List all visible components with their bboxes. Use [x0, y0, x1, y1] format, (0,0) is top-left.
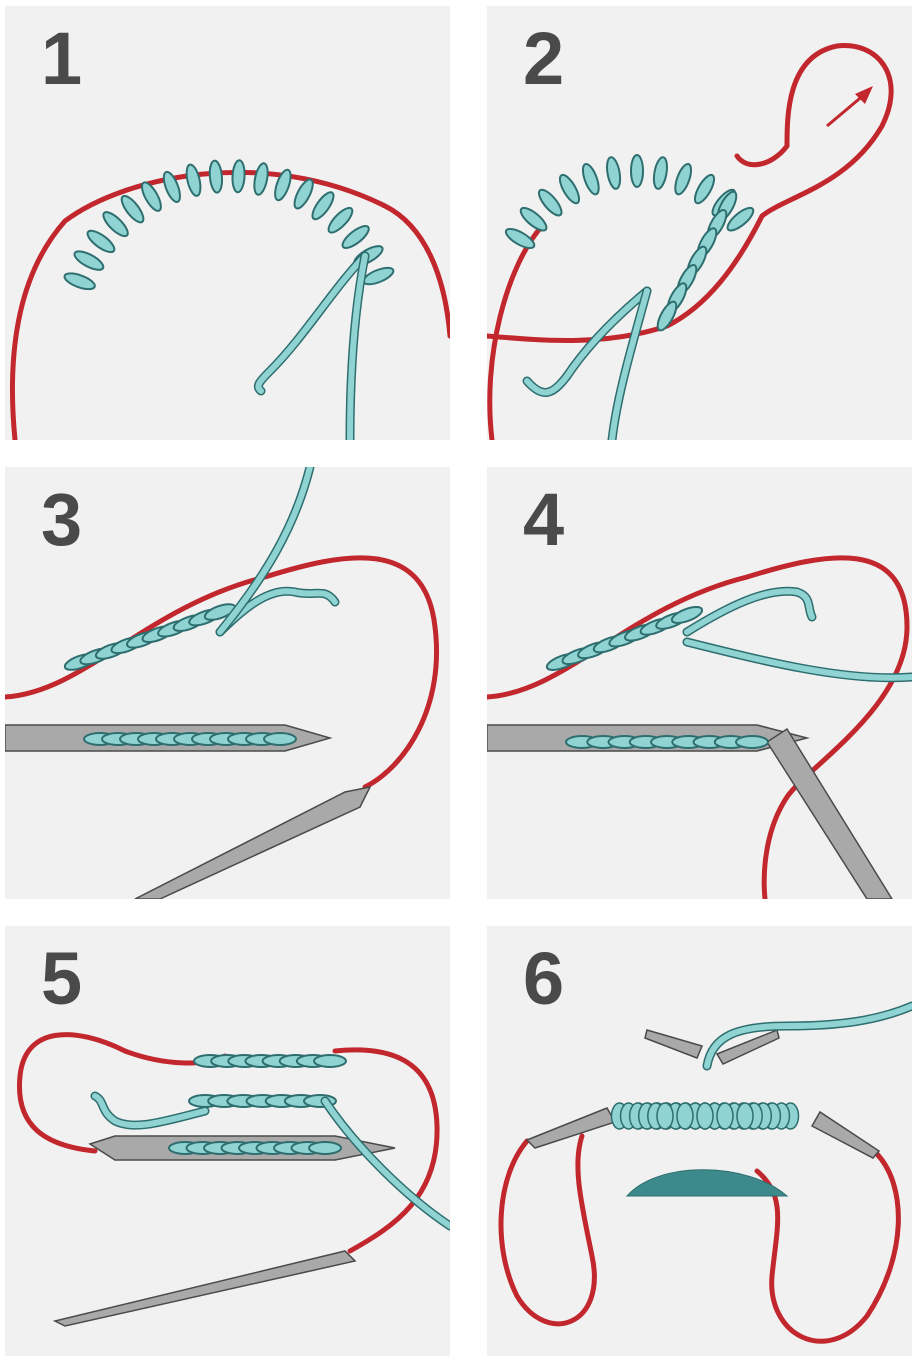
stitch-loop — [184, 163, 203, 197]
stitch-loop — [691, 172, 717, 206]
step-6-illustration — [487, 926, 912, 1356]
step-1-panel: 1 — [5, 6, 450, 440]
knit-stitch — [737, 1103, 753, 1129]
step-3-illustration — [5, 467, 450, 899]
stitch-loop — [291, 177, 316, 211]
knitted-stitches-needle — [566, 736, 768, 748]
step-3-panel: 3 — [5, 467, 450, 899]
step-5-illustration — [5, 926, 450, 1356]
stitch-loop — [605, 156, 622, 190]
pull-arrow — [827, 94, 865, 126]
stitch-loop — [264, 733, 296, 745]
stitch-loop — [118, 193, 147, 226]
knit-stitch — [697, 1103, 713, 1129]
step-6-panel: 6 — [487, 926, 912, 1356]
stitch-loop — [63, 270, 97, 292]
stitch-loop — [209, 160, 224, 193]
cast-on-stitches-top — [503, 155, 756, 252]
stitch-loop — [84, 227, 117, 256]
cable-cord — [19, 1035, 225, 1151]
stitch-loop — [517, 204, 549, 234]
step-2-panel: 2 — [487, 6, 912, 440]
step-4-illustration — [487, 467, 912, 899]
right-needle — [55, 1251, 355, 1326]
stitch-loop — [252, 162, 270, 196]
stitch-loop — [672, 162, 694, 196]
stitch-loop — [580, 162, 602, 196]
stitch-loop — [535, 186, 565, 218]
knit-stitch — [717, 1103, 733, 1129]
cable-cord — [501, 1136, 594, 1324]
stitch-loop — [736, 736, 768, 748]
stitch-loop — [556, 172, 582, 206]
needle-right — [812, 1112, 879, 1158]
stitches-top — [194, 1055, 346, 1067]
stitch-loop — [314, 1055, 346, 1067]
stitches-middle — [189, 1095, 336, 1107]
cast-on-stitches-top — [63, 601, 237, 673]
step-1-illustration — [5, 6, 450, 440]
stitch-loop — [100, 209, 131, 240]
stitch-loop — [232, 160, 246, 193]
stitch-loop — [631, 155, 643, 187]
cable-cord — [12, 172, 450, 440]
knit-stitch — [677, 1103, 693, 1129]
stitches-needle — [169, 1142, 341, 1154]
needle-top-left — [645, 1030, 702, 1058]
step-5-panel: 5 — [5, 926, 450, 1356]
stitch-loop — [339, 222, 372, 251]
stitch-loop — [652, 156, 669, 190]
right-needle — [135, 787, 370, 899]
stitch-loop — [325, 205, 356, 236]
stitch-loop — [72, 248, 106, 274]
needle-left — [527, 1108, 615, 1148]
stitch-loop — [309, 1142, 341, 1154]
knitted-fabric — [612, 1103, 799, 1129]
cast-on-stitches-top — [545, 604, 704, 673]
knit-stitch — [657, 1103, 673, 1129]
step-4-panel: 4 — [487, 467, 912, 899]
stitch-loop — [309, 189, 337, 222]
step-2-illustration — [487, 6, 912, 440]
cast-on-stitches-side — [654, 189, 740, 333]
cast-on-stitches-needle — [84, 733, 296, 745]
cable-cord — [5, 558, 437, 787]
